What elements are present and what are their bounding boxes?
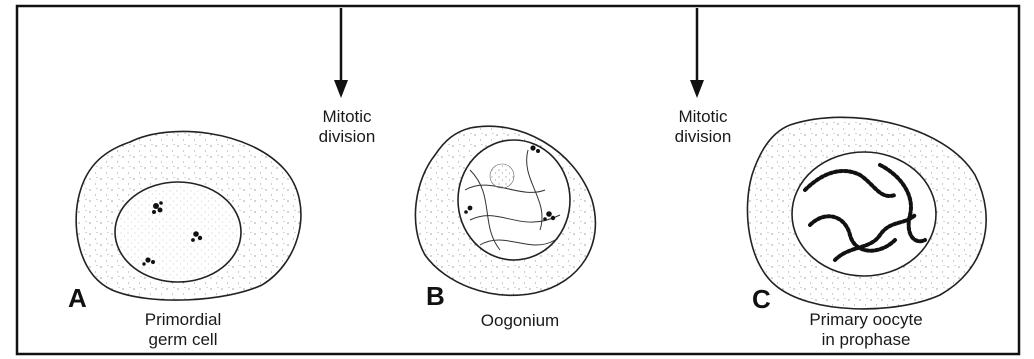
stage-letter-a: A [68, 285, 87, 311]
stage-caption-c-line-1: Primary oocyte [776, 310, 956, 330]
stage-caption-c: Primary oocyte in prophase [776, 310, 956, 350]
stage-caption-a-line-2: germ cell [118, 330, 248, 350]
process-label-1: Mitotic division [307, 107, 387, 147]
stage-letter-c: C [752, 286, 771, 312]
process-label-1-line-2: division [307, 127, 387, 147]
process-label-2-line-2: division [663, 127, 743, 147]
oogonium-cell [415, 126, 595, 295]
stage-caption-c-line-2: in prophase [776, 330, 956, 350]
process-label-2: Mitotic division [663, 107, 743, 147]
arrow-1 [334, 8, 348, 98]
stage-caption-b: Oogonium [460, 311, 580, 331]
primary-oocyte-cell [747, 117, 986, 309]
stage-caption-a: Primordial germ cell [118, 310, 248, 350]
nucleolus-b [490, 164, 514, 188]
arrow-2 [690, 8, 704, 98]
stage-caption-b-line-1: Oogonium [460, 311, 580, 331]
stage-caption-a-line-1: Primordial [118, 310, 248, 330]
stage-letter-b: B [426, 283, 445, 309]
process-label-1-line-1: Mitotic [307, 107, 387, 127]
primordial-germ-cell [76, 131, 301, 300]
process-label-2-line-1: Mitotic [663, 107, 743, 127]
